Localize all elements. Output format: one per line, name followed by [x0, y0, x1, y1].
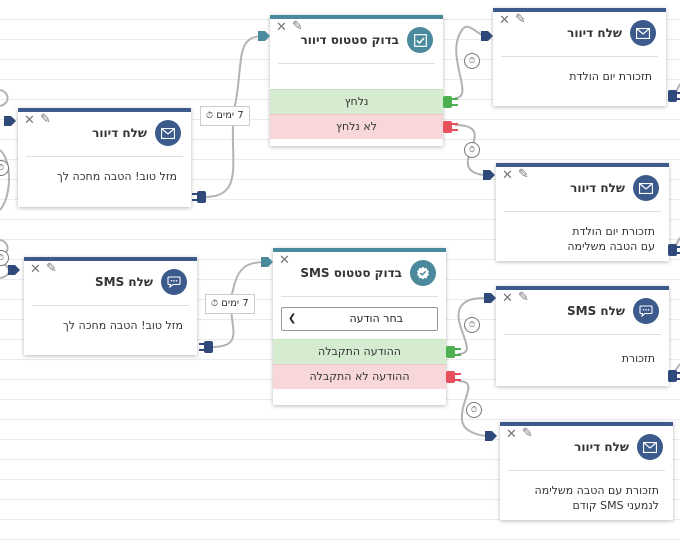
green-plug-icon[interactable] [443, 95, 459, 109]
sms-status-card[interactable]: ✕ בדוק סטטוס SMS בחר הודעה ❯ ההודעה התקב… [273, 248, 461, 405]
envelope-icon [637, 434, 663, 460]
speech-bubble-icon [633, 298, 659, 324]
branch-not-clicked[interactable]: לא נלחץ [270, 114, 458, 139]
output-port-plug[interactable] [192, 190, 208, 204]
card-header: ✕ בדוק סטטוס SMS [279, 252, 438, 297]
close-icon[interactable]: ✕ [506, 427, 517, 442]
card-body: תזכורת עם הטבה משלימה לנמעני SMS קודם [534, 484, 659, 512]
pencil-icon[interactable]: ✎ [292, 19, 303, 34]
stopwatch-icon: ⏱ [211, 299, 219, 309]
send-email-card[interactable]: ✕ ✎ שלח דיוור מזל טוב! הטבה מחכה לך [18, 108, 191, 207]
pencil-icon[interactable]: ✎ [40, 112, 51, 127]
pencil-icon[interactable]: ✎ [515, 12, 526, 27]
close-icon[interactable]: ✕ [30, 262, 41, 277]
delay-label[interactable]: 7 ימים ⏱ [200, 106, 250, 126]
close-icon[interactable]: ✕ [499, 13, 510, 28]
card-body: תזכורת [621, 352, 655, 365]
envelope-icon [630, 20, 656, 46]
stopwatch-icon[interactable]: ⏱ [0, 160, 9, 176]
card-header: ✕ ✎ שלח דיוור [506, 426, 665, 471]
envelope-icon [633, 175, 659, 201]
select-value: בחר הודעה [349, 312, 403, 325]
send-email-card[interactable]: ✕ ✎ שלח דיוור תזכורת עם הטבה משלימה לנמע… [500, 422, 673, 520]
pencil-icon[interactable]: ✎ [518, 167, 529, 182]
red-plug-icon[interactable] [446, 370, 462, 384]
card-title: שלח SMS [566, 304, 625, 318]
branch-label: ההודעה התקבלה [318, 345, 401, 358]
chevron-down-icon: ❯ [288, 313, 297, 324]
input-port-arrow[interactable] [485, 429, 499, 443]
branch-clicked[interactable]: נלחץ [270, 89, 458, 114]
card-body: מזל טוב! הטבה מחכה לך [56, 170, 177, 183]
delay-text: 7 ימים [216, 110, 244, 121]
card-title: שלח דיוור [570, 181, 625, 195]
branch-label: ההודעה לא התקבלה [309, 370, 410, 383]
input-port-arrow[interactable] [483, 168, 497, 182]
card-header: ✕ ✎ בדוק סטטוס דיוור [276, 19, 435, 64]
output-port-plug[interactable] [199, 340, 215, 354]
output-port-plug[interactable] [668, 369, 680, 383]
card-title: בדוק סטטוס דיוור [300, 33, 399, 47]
stopwatch-icon[interactable]: ⏱ [464, 317, 480, 333]
delay-label[interactable]: 7 ימים ⏱ [205, 294, 255, 314]
send-email-card[interactable]: ✕ ✎ שלח דיוור תזכורת יום הולדת עם הטבה מ… [496, 163, 669, 261]
output-port-plug[interactable] [668, 89, 680, 103]
card-title: שלח SMS [94, 275, 153, 289]
branch-received[interactable]: ההודעה התקבלה [273, 339, 461, 364]
green-plug-icon[interactable] [446, 345, 462, 359]
close-icon[interactable]: ✕ [279, 253, 290, 268]
input-port-arrow[interactable] [4, 114, 18, 128]
close-icon[interactable]: ✕ [24, 113, 35, 128]
branch-not-received[interactable]: ההודעה לא התקבלה [273, 364, 461, 389]
delay-text: 7 ימים [221, 298, 249, 309]
card-body: מזל טוב! הטבה מחכה לך [62, 319, 183, 332]
input-port-arrow[interactable] [258, 29, 272, 43]
close-icon[interactable]: ✕ [502, 291, 513, 306]
email-status-card[interactable]: ✕ ✎ בדוק סטטוס דיוור נלחץ לא נלחץ [270, 15, 458, 146]
speech-bubble-icon [161, 269, 187, 295]
envelope-icon [155, 120, 181, 146]
card-header: ✕ ✎ שלח SMS [502, 290, 661, 335]
send-sms-card[interactable]: ✕ ✎ שלח SMS מזל טוב! הטבה מחכה לך [24, 257, 197, 355]
message-select[interactable]: בחר הודעה ❯ [281, 307, 438, 331]
stopwatch-icon: ⏱ [206, 111, 214, 121]
stopwatch-icon[interactable]: ⏱ [464, 53, 480, 69]
pencil-icon[interactable]: ✎ [46, 261, 57, 276]
card-body: תזכורת יום הולדת [569, 70, 652, 83]
card-title: שלח דיוור [92, 126, 147, 140]
send-sms-card[interactable]: ✕ ✎ שלח SMS תזכורת [496, 286, 669, 386]
pencil-icon[interactable]: ✎ [518, 290, 529, 305]
card-header: ✕ ✎ שלח דיוור [24, 112, 183, 157]
input-port-arrow[interactable] [261, 255, 275, 269]
input-port-arrow[interactable] [8, 263, 22, 277]
card-body: תזכורת יום הולדת עם הטבה משלימה [567, 225, 655, 253]
branch-label: לא נלחץ [336, 120, 377, 133]
card-title: שלח דיוור [574, 440, 629, 454]
stopwatch-icon[interactable]: ⏱ [466, 402, 482, 418]
pencil-icon[interactable]: ✎ [522, 426, 533, 441]
card-header: ✕ ✎ שלח דיוור [499, 12, 658, 57]
badge-check-icon [410, 260, 436, 286]
input-port-arrow[interactable] [481, 29, 495, 43]
stopwatch-icon[interactable]: ⏱ [464, 142, 480, 158]
close-icon[interactable]: ✕ [276, 20, 287, 35]
send-email-card[interactable]: ✕ ✎ שלח דיוור תזכורת יום הולדת [493, 8, 666, 106]
card-title: שלח דיוור [567, 26, 622, 40]
output-port-plug[interactable] [668, 243, 680, 257]
close-icon[interactable]: ✕ [502, 168, 513, 183]
branch-label: נלחץ [344, 95, 369, 108]
input-port-arrow[interactable] [484, 291, 498, 305]
card-title: בדוק סטטוס SMS [300, 266, 402, 280]
card-header: ✕ ✎ שלח דיוור [502, 167, 661, 212]
checkbox-icon [407, 27, 433, 53]
red-plug-icon[interactable] [443, 120, 459, 134]
card-header: ✕ ✎ שלח SMS [30, 261, 189, 306]
